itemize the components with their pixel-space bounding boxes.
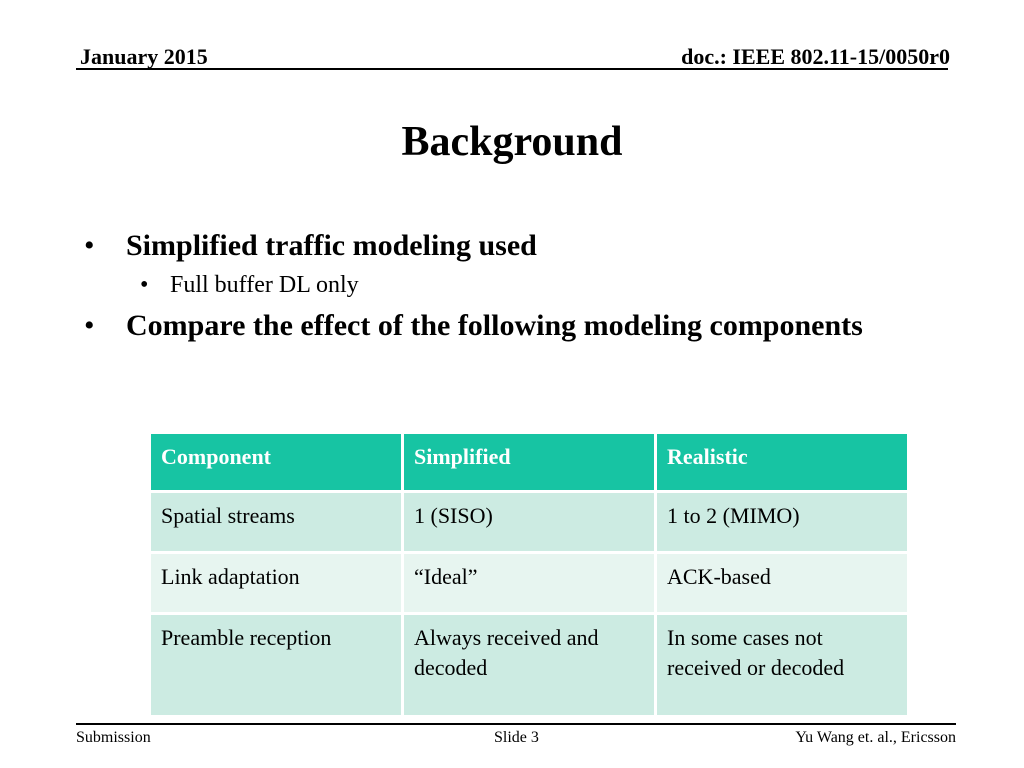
table-cell: Always received and decoded bbox=[401, 612, 657, 718]
header-cell-component: Component bbox=[148, 431, 404, 493]
table-cell: ACK-based bbox=[654, 551, 910, 615]
table-cell: Spatial streams bbox=[148, 490, 404, 554]
sub-bullet-text: Full buffer DL only bbox=[170, 272, 359, 298]
bullet-item-traffic-modeling: • Simplified traffic modeling used bbox=[84, 226, 904, 266]
table-cell: Preamble reception bbox=[148, 612, 404, 718]
table-cell: 1 to 2 (MIMO) bbox=[654, 490, 910, 554]
bullet-icon: • bbox=[84, 229, 95, 262]
header-divider bbox=[76, 68, 948, 70]
table-cell: “Ideal” bbox=[401, 551, 657, 615]
table-cell: In some cases not received or decoded bbox=[654, 612, 910, 718]
footer-divider bbox=[76, 723, 956, 725]
header-cell-realistic: Realistic bbox=[654, 431, 910, 493]
comparison-table: Component Simplified Realistic Spatial s… bbox=[148, 431, 910, 718]
bullet-text: Compare the effect of the following mode… bbox=[126, 309, 863, 342]
table-header-row: Component Simplified Realistic bbox=[148, 431, 910, 493]
header-doc-id: doc.: IEEE 802.11-15/0050r0 bbox=[681, 44, 950, 69]
footer-author: Yu Wang et. al., Ericsson bbox=[795, 729, 956, 746]
header-date: January 2015 bbox=[80, 44, 208, 69]
table-row: Link adaptation “Ideal” ACK-based bbox=[148, 551, 910, 615]
footer-submission: Submission bbox=[76, 729, 151, 746]
bullet-icon: • bbox=[84, 309, 95, 342]
table-cell: 1 (SISO) bbox=[401, 490, 657, 554]
bullet-list: • Simplified traffic modeling used • Ful… bbox=[84, 226, 904, 346]
bullet-icon: • bbox=[140, 272, 149, 298]
sub-bullet-item-full-buffer: • Full buffer DL only bbox=[84, 268, 904, 302]
bullet-item-compare-components: • Compare the effect of the following mo… bbox=[84, 306, 904, 346]
slide-title: Background bbox=[401, 119, 623, 165]
table-cell: Link adaptation bbox=[148, 551, 404, 615]
bullet-text: Simplified traffic modeling used bbox=[126, 229, 537, 262]
header-cell-simplified: Simplified bbox=[401, 431, 657, 493]
footer-slide-number: Slide 3 bbox=[494, 729, 539, 746]
table-row: Spatial streams 1 (SISO) 1 to 2 (MIMO) bbox=[148, 490, 910, 554]
table-row: Preamble reception Always received and d… bbox=[148, 612, 910, 718]
